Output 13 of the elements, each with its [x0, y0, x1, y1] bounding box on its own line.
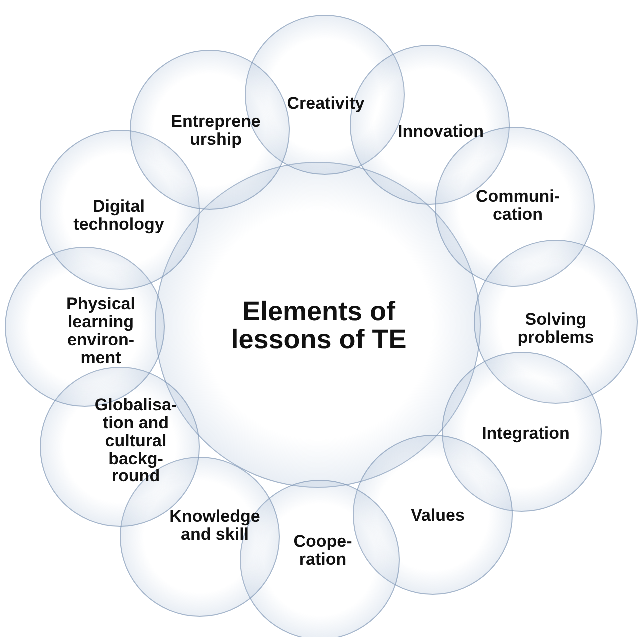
center-title: Elements of lessons of TE — [230, 298, 408, 354]
element-label: Communi- cation — [474, 188, 562, 224]
element-label: Entreprene urship — [170, 113, 262, 149]
element-label: Solving problems — [516, 311, 596, 347]
element-label: Innovation — [397, 123, 485, 141]
element-label: Physical learning environ- ment — [66, 295, 136, 367]
element-label: Globalisa- tion and cultural backg- round — [94, 396, 178, 486]
element-label: Knowledge and skill — [168, 508, 262, 544]
element-label: Creativity — [286, 95, 366, 113]
element-label: Coope- ration — [292, 533, 354, 569]
element-label: Digital technology — [72, 198, 166, 234]
element-label: Values — [410, 507, 466, 525]
element-label: Integration — [481, 425, 571, 443]
